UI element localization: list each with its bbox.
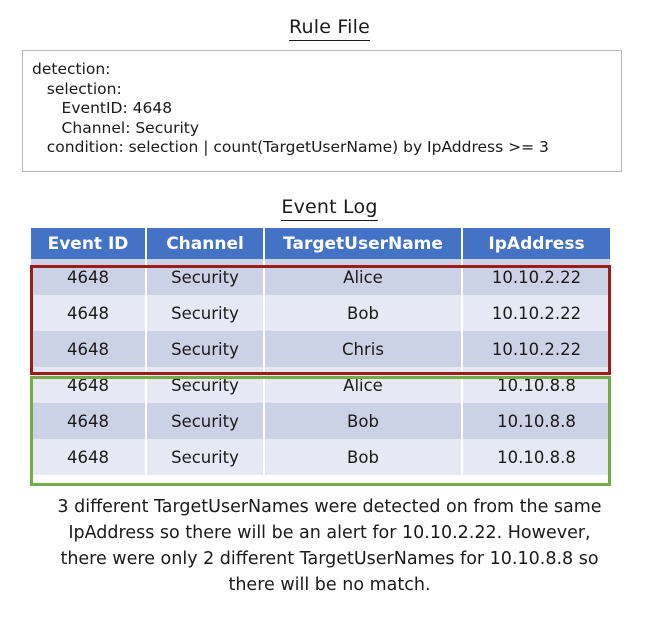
cell-target-user-name: Alice xyxy=(265,367,463,403)
column-header-channel: Channel xyxy=(147,228,265,259)
cell-event-id: 4648 xyxy=(31,439,147,475)
cell-ip-address: 10.10.2.22 xyxy=(463,259,610,295)
cell-channel: Security xyxy=(147,331,265,367)
cell-ip-address: 10.10.2.22 xyxy=(463,295,610,331)
cell-channel: Security xyxy=(147,367,265,403)
event-log-title-text: Event Log xyxy=(281,196,378,221)
cell-event-id: 4648 xyxy=(31,295,147,331)
cell-channel: Security xyxy=(147,259,265,295)
explanation-caption: 3 different TargetUserNames were detecte… xyxy=(57,497,602,595)
table-row: 4648 Security Chris 10.10.2.22 xyxy=(31,331,610,367)
cell-target-user-name: Chris xyxy=(265,331,463,367)
cell-ip-address: 10.10.8.8 xyxy=(463,439,610,475)
table-row: 4648 Security Alice 10.10.8.8 xyxy=(31,367,610,403)
column-header-ip-address: IpAddress xyxy=(463,228,610,259)
rule-line-detection: detection: xyxy=(32,60,111,78)
cell-channel: Security xyxy=(147,439,265,475)
event-log-table: Event ID Channel TargetUserName IpAddres… xyxy=(31,228,610,475)
cell-channel: Security xyxy=(147,403,265,439)
cell-channel: Security xyxy=(147,295,265,331)
table-header-row: Event ID Channel TargetUserName IpAddres… xyxy=(31,228,610,259)
column-header-target-user-name: TargetUserName xyxy=(265,228,463,259)
cell-event-id: 4648 xyxy=(31,403,147,439)
cell-target-user-name: Bob xyxy=(265,439,463,475)
cell-target-user-name: Bob xyxy=(265,295,463,331)
rule-line-condition: condition: selection | count(TargetUserN… xyxy=(32,138,549,156)
table-row: 4648 Security Bob 10.10.8.8 xyxy=(31,439,610,475)
rule-line-channel: Channel: Security xyxy=(32,118,199,137)
table-row: 4648 Security Bob 10.10.8.8 xyxy=(31,403,610,439)
rule-file-title-text: Rule File xyxy=(289,16,370,41)
cell-target-user-name: Bob xyxy=(265,403,463,439)
cell-ip-address: 10.10.8.8 xyxy=(463,403,610,439)
table-row: 4648 Security Alice 10.10.2.22 xyxy=(31,259,610,295)
table-row: 4648 Security Bob 10.10.2.22 xyxy=(31,295,610,331)
event-log-title: Event Log xyxy=(0,196,659,221)
cell-ip-address: 10.10.2.22 xyxy=(463,331,610,367)
rule-file-title: Rule File xyxy=(0,16,659,41)
rule-line-eventid: EventID: 4648 xyxy=(32,99,173,117)
rule-file-box: detection: selection: EventID: 4648 Chan… xyxy=(22,50,622,172)
cell-target-user-name: Alice xyxy=(265,259,463,295)
cell-event-id: 4648 xyxy=(31,331,147,367)
cell-event-id: 4648 xyxy=(31,367,147,403)
cell-event-id: 4648 xyxy=(31,259,147,295)
rule-line-selection: selection: xyxy=(32,79,122,98)
cell-ip-address: 10.10.8.8 xyxy=(463,367,610,403)
column-header-event-id: Event ID xyxy=(31,228,147,259)
